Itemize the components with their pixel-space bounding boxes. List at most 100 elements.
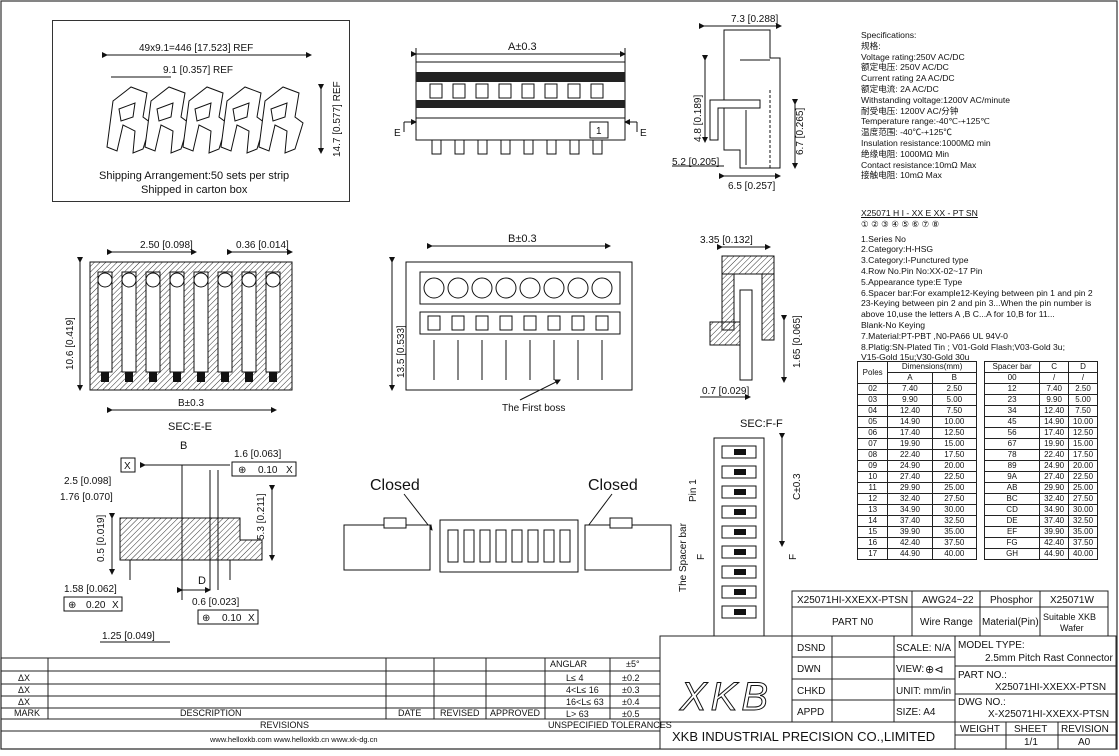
tol-range: L≤ 4 [566, 673, 583, 683]
table-cell: 34 [983, 405, 1041, 417]
sec-e-pin-tip [101, 372, 109, 382]
closed-left-label: Closed [370, 477, 420, 494]
table-cell: / [1068, 372, 1098, 384]
pin-row-contact [734, 589, 746, 595]
tol-icon-3: ⊕ [202, 613, 210, 624]
table-cell: 34.90 [887, 504, 933, 516]
front-view: B±0.3 13.5 [0.533] The First boss [389, 233, 633, 414]
part-code-line: 2.Category:H-HSG [861, 244, 934, 255]
suitable-label: Suitable XKB [1043, 612, 1096, 622]
table-cell: 42.40 [887, 537, 933, 549]
strip-part [106, 86, 152, 154]
dsnd-label: DSND [797, 643, 825, 654]
strip-part-detail [118, 102, 136, 122]
table-cell: 40.00 [931, 548, 978, 560]
mid-slot [523, 315, 537, 331]
sec-e-wire-hole [241, 272, 257, 288]
closed-pin [463, 529, 475, 563]
sec-e-wire-hole [145, 272, 161, 288]
part-code-line: 5.Appearance type:E Type [861, 276, 963, 287]
table-cell: 32.50 [931, 515, 978, 527]
table-cell: 22.40 [887, 449, 933, 461]
table-cell: 11 [856, 482, 889, 494]
mid-slot [571, 315, 585, 331]
closed-right-label: Closed [588, 477, 638, 494]
section-f-view: 3.35 [0.132] 1.65 [0.065] 0.7 [0.029] SE… [700, 235, 803, 430]
pin-one-label: 1 [596, 126, 602, 137]
pin-row-contact [734, 609, 746, 615]
table-cell: 5.00 [1068, 394, 1098, 406]
table-cell: 17.50 [1068, 449, 1098, 461]
sec-e-pin-tip [173, 372, 181, 382]
mark-header: MARK [14, 708, 40, 718]
datum-x-label: X [124, 461, 131, 472]
pin-f-right: F [788, 554, 799, 560]
part-code-line: above 10,use the letters A ,B C...A for … [861, 309, 1055, 320]
pin-row-contact [734, 449, 746, 455]
spec-line: Current rating 2A AC/DC [861, 73, 955, 84]
revised-header: REVISED [440, 708, 480, 718]
detail-d5-text: 0.5 [0.019] [96, 515, 107, 562]
size-label: SIZE: A4 [896, 707, 936, 718]
pin-row-contact [734, 509, 746, 515]
sec-e-wire-hole [217, 272, 233, 288]
detail-tol2: 0.20 [86, 600, 106, 611]
spec-line: 温度范围: -40℃-+125℃ [861, 127, 952, 138]
table-cell: 67 [983, 438, 1041, 450]
table-cell: 25.00 [1068, 482, 1098, 494]
mid-slot [427, 315, 441, 331]
part-block: X25071HI-XXEXX-PTSN AWG24~22 Phosphor X2… [791, 590, 1109, 637]
table-cell: 37.40 [1039, 515, 1070, 527]
model-type-label: MODEL TYPE: [958, 640, 1025, 651]
sheet-value: 1/1 [1024, 737, 1038, 748]
table-cell: 39.90 [887, 526, 933, 538]
wire-entry-circle [519, 277, 541, 299]
table-cell: 20.00 [1068, 460, 1098, 472]
spec-line: 额定电流: 2A AC/DC [861, 83, 939, 94]
table-cell: 27.50 [1068, 493, 1098, 505]
spec-line: Temperature range:-40℃-+125℃ [861, 116, 990, 127]
appd-label: APPD [797, 707, 824, 718]
strip-part-detail [232, 102, 250, 122]
section-mark-right: E [640, 128, 647, 139]
sec-e-pin-tip [221, 372, 229, 382]
table-cell: 2.50 [1068, 383, 1098, 395]
detail-d-label: D [198, 575, 206, 587]
table-cell: 32.40 [887, 493, 933, 505]
table-cell: 24.90 [1039, 460, 1070, 472]
height-text: 14.7 [0.577] REF [332, 81, 343, 157]
unit-label: UNIT: mm/in [896, 686, 951, 697]
sec-e-wire-hole [169, 272, 185, 288]
table-cell: 89 [983, 460, 1041, 472]
rev-mark-2: ΔX [18, 685, 30, 695]
dwg-no-value: X-X25071HI-XXEXX-PTSN [988, 709, 1109, 720]
table-cell: 37.40 [887, 515, 933, 527]
wire-entry-circle [567, 277, 589, 299]
table-cell: DE [983, 515, 1041, 527]
spacer-bar-text: The Spacer bar [678, 522, 689, 592]
part-code-line: 23-Keying between pin 2 and pin 3...When… [861, 298, 1092, 309]
table-cell: 14.90 [1039, 416, 1070, 428]
spec-line: 接触电阻: 10mΩ Max [861, 170, 942, 181]
table-cell: 35.00 [1068, 526, 1098, 538]
closed-pin [495, 529, 507, 563]
side-width-text: 7.3 [0.288] [731, 14, 778, 25]
datum-x-ref-3: X [248, 613, 255, 624]
angle-value: ±5° [626, 659, 640, 669]
wafer-label: Wafer [1060, 623, 1084, 633]
table-cell: 29.90 [1039, 482, 1070, 494]
table-cell: 15.00 [931, 438, 978, 450]
table-cell: 27.40 [1039, 471, 1070, 483]
